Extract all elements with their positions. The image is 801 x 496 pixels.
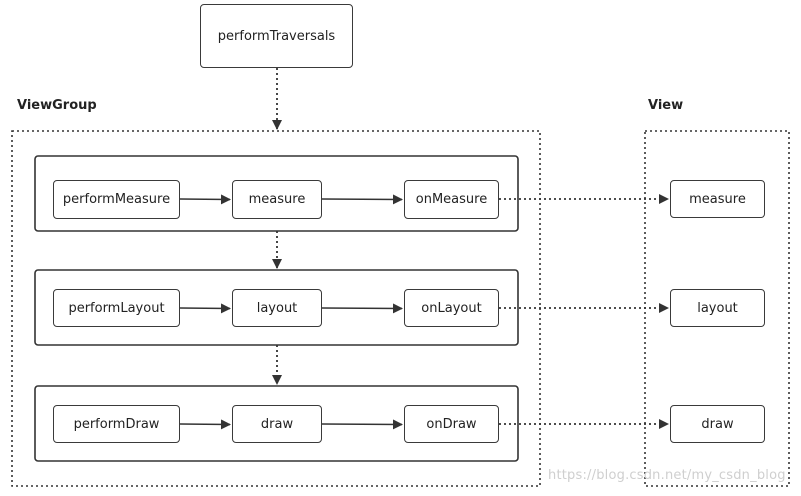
view-measure-node: measure xyxy=(670,180,765,218)
watermark: https://blog.csdn.net/my_csdn_blog xyxy=(548,468,786,483)
arrow-measure-to-onmeasure xyxy=(321,194,403,205)
perform-layout-node: performLayout xyxy=(53,289,180,327)
on-layout-node: onLayout xyxy=(404,289,499,327)
measure-node: measure xyxy=(232,180,322,219)
on-draw-node: onDraw xyxy=(404,405,499,443)
perform-draw-node: performDraw xyxy=(53,405,180,443)
arrow-draw-to-ondraw xyxy=(321,419,403,430)
arrow-layout-to-onlayout xyxy=(321,303,403,314)
arrow-performmeasure-to-measure xyxy=(179,194,231,205)
perform-traversals-node: performTraversals xyxy=(200,4,353,68)
view-draw-node: draw xyxy=(670,405,765,443)
view-layout-node: layout xyxy=(670,289,765,327)
perform-measure-node: performMeasure xyxy=(53,180,180,219)
on-measure-node: onMeasure xyxy=(404,180,499,219)
layout-node: layout xyxy=(232,289,322,327)
viewgroup-title: ViewGroup xyxy=(17,98,97,113)
draw-node: draw xyxy=(232,405,322,443)
view-title: View xyxy=(648,98,684,113)
arrow-performlayout-to-layout xyxy=(179,303,231,314)
arrow-performdraw-to-draw xyxy=(179,419,231,430)
